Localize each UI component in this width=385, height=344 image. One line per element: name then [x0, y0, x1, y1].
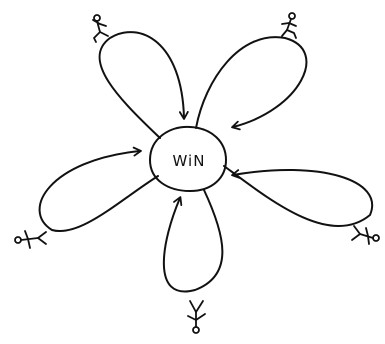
petal-top-right [196, 37, 306, 128]
petal-bottom [164, 190, 223, 292]
petal-right [224, 166, 372, 226]
petal-left [40, 151, 158, 231]
center-label: WiN [173, 152, 206, 170]
petal-top-left [100, 32, 184, 138]
stick-figure-running-icon [282, 13, 296, 38]
stick-figure-lying-icon [352, 226, 379, 244]
stick-figure-running-icon [93, 15, 108, 42]
stick-figure-lying-icon [15, 231, 46, 248]
stick-figure-standing-icon [188, 301, 205, 333]
